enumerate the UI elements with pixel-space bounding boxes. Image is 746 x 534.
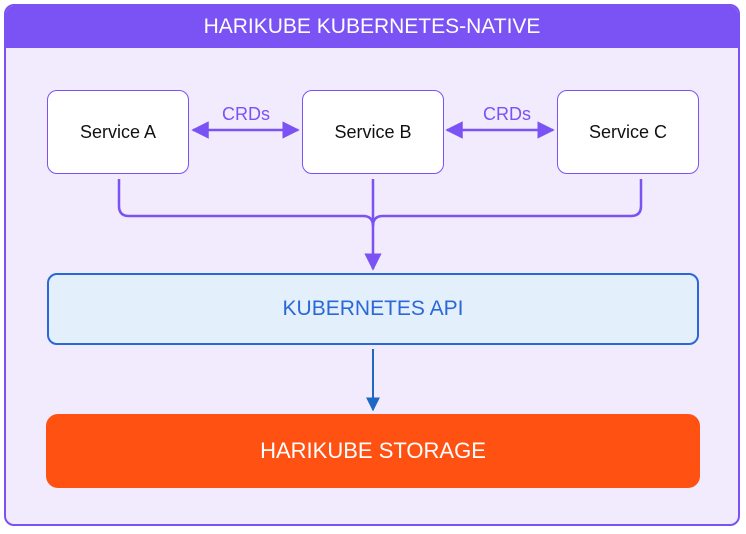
- service-b-box: Service B: [302, 90, 444, 174]
- service-a-connector: [117, 179, 375, 227]
- service-c-connector: [371, 179, 643, 227]
- crd-label-a-b: CRDs: [222, 104, 270, 124]
- crd-label-b-c: CRDs: [483, 104, 531, 124]
- kubernetes-api-box: KUBERNETES API: [47, 273, 699, 345]
- service-a-box: Service A: [47, 90, 189, 174]
- service-c-box: Service C: [557, 90, 699, 174]
- frame-title: HARIKUBE KUBERNETES-NATIVE: [6, 6, 738, 48]
- harikube-storage-box: HARIKUBE STORAGE: [46, 414, 700, 488]
